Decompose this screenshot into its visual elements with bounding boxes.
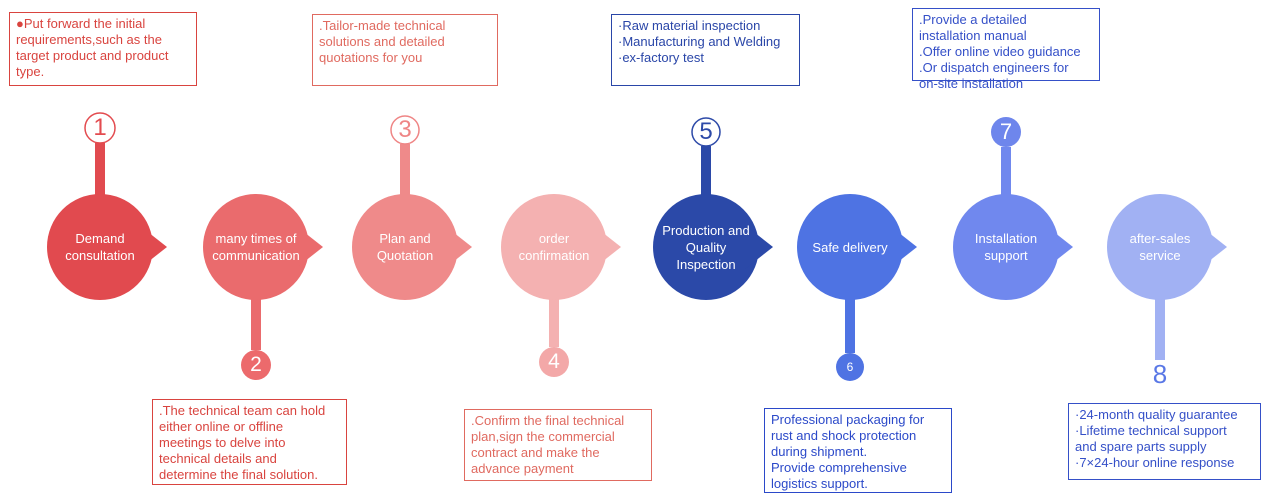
step-3-number-ring [390,115,420,145]
note-line: quotations for you [319,50,423,65]
note-line: ·7×24-hour online response [1075,455,1235,470]
step-3-title: Plan and Quotation [376,231,434,263]
step-2-circle [203,194,309,300]
note-line: target product and product [16,48,169,63]
note-line: Professional packaging for [771,412,925,427]
note-line: ·24-month quality guarantee [1075,407,1238,422]
step-7-title: Installation support [974,231,1038,263]
note-line: .Offer online video guidance [919,44,1081,59]
step-6-shape [797,194,917,381]
step-5-title: Production and Quality Inspection [662,222,750,272]
step-7-circle [953,194,1059,300]
note-line: ·Raw material inspection [618,18,761,33]
step-3-arrow [444,225,472,269]
note-line: and spare parts supply [1075,439,1207,454]
step-6-number-badge [836,353,864,381]
step-7-stem [1001,147,1011,198]
step-2-arrow [295,225,323,269]
step-1-arrow [139,225,167,269]
note-line: determine the final solution. [159,467,318,482]
step-8-note: ·24-month quality guarantee·Lifetime tec… [1068,403,1261,480]
note-line: .Confirm the final technical [471,413,625,428]
step-1-title: Demand consultation [65,231,135,263]
note-line: meetings to delve into [159,435,286,450]
step-1-stem [95,143,105,198]
step-7-shape [953,117,1073,300]
step-3-stem [400,144,410,198]
note-line: Provide comprehensive [771,460,907,475]
note-line: rust and shock protection [771,428,917,443]
step-4-stem [549,296,559,347]
step-2-shape [203,194,323,380]
step-4-number-badge [539,347,569,377]
step-6-circle [797,194,903,300]
step-1-circle [47,194,153,300]
step-4-title: order confirmation [518,231,590,263]
step-8-title: after-sales service [1129,231,1191,263]
step-5-note: ·Raw material inspection·Manufacturing a… [611,14,800,86]
step-2-number: 2 [250,353,262,376]
step-6-number: 6 [846,360,854,374]
step-1-shape [47,112,167,300]
step-5-shape [653,117,773,300]
note-line: .The technical team can hold [159,403,326,418]
note-line: plan,sign the commercial [471,429,615,444]
note-line: ●Put forward the initial [16,16,146,31]
step-3-circle [352,194,458,300]
step-2-stem [251,296,261,350]
note-line: .Tailor-made technical [319,18,446,33]
note-line: installation manual [919,28,1027,43]
note-line: advance payment [471,461,574,476]
step-4-circle [501,194,607,300]
step-3-shape [352,115,472,300]
step-6-title: Safe delivery [812,239,888,255]
note-line: solutions and detailed [319,34,445,49]
step-4-number: 4 [548,350,560,373]
note-line: ·ex-factory test [618,50,704,65]
note-line: .Provide a detailed [919,12,1027,27]
step-8-arrow [1199,225,1227,269]
step-8-number: 8 [1152,358,1168,389]
step-6-stem [845,296,855,353]
step-1-number: 1 [93,114,107,141]
step-8-stem [1155,296,1165,360]
step-5-arrow [745,225,773,269]
note-line: on-site installation [919,76,1024,91]
step-3-number: 3 [398,116,412,143]
note-line: requirements,such as the [16,32,162,47]
note-line: .Or dispatch engineers for [919,60,1069,75]
note-line: ·Manufacturing and Welding [618,34,781,49]
step-7-number: 7 [999,119,1013,144]
step-7-number-badge [991,117,1021,147]
step-2-number-badge [241,350,271,380]
step-4-arrow [593,225,621,269]
step-8-circle [1107,194,1213,300]
step-5-number: 5 [699,118,713,145]
note-line: either online or offline [159,419,284,434]
step-8-shape [1107,194,1227,360]
note-line: ·Lifetime technical support [1075,423,1227,438]
note-line: contract and make the [471,445,600,460]
step-7-arrow [1045,225,1073,269]
step-5-circle [653,194,759,300]
note-line: logistics support. [771,476,868,491]
step-5-number-ring [691,117,721,147]
note-line: type. [16,64,45,79]
step-6-arrow [889,225,917,269]
step-1-number-ring [84,112,116,144]
note-line: during shipment. [771,444,868,459]
note-line: technical details and [159,451,277,466]
step-2-title: many times of communication [212,231,300,263]
step-5-stem [701,146,711,198]
step-4-shape [501,194,621,377]
